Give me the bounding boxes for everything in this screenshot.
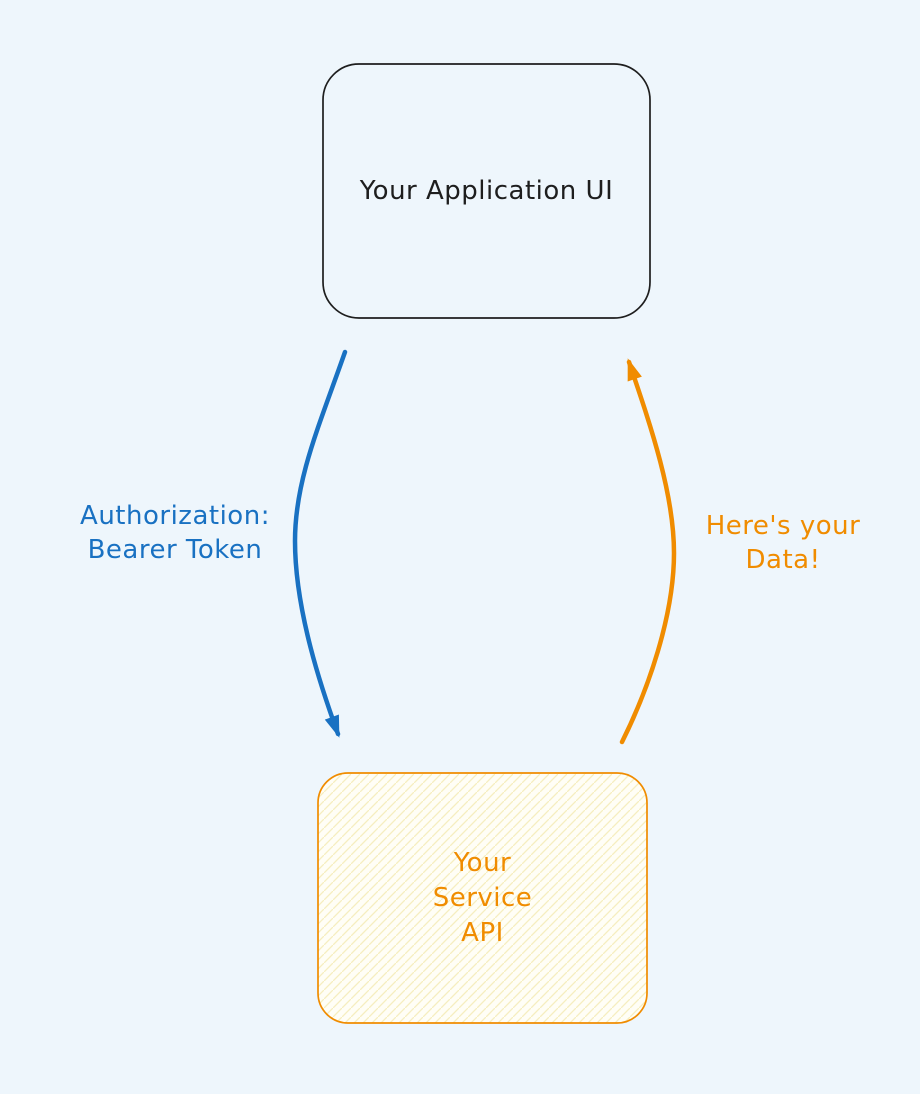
application-ui-node-label: Your Application UI <box>323 64 650 318</box>
service-api-node-label-line: Your <box>453 847 512 878</box>
application-ui-node <box>322 63 651 319</box>
service-api-node-label: Your Service API <box>318 773 647 1023</box>
service-api-node-label-line: API <box>461 917 504 948</box>
request-arrow-label-line: Bearer Token <box>87 535 263 565</box>
request-arrow-label: Authorization: Bearer Token <box>55 499 295 567</box>
service-api-node-label-line: Service <box>432 882 533 913</box>
response-arrow-label-line: Data! <box>745 545 821 575</box>
response-arrow-label-line: Here's your <box>705 511 861 541</box>
service-api-node <box>317 772 648 1024</box>
response-arrow-label: Here's your Data! <box>688 509 878 577</box>
request-arrow-label-line: Authorization: <box>80 501 270 531</box>
application-ui-node-label-text: Your Application UI <box>359 175 614 206</box>
response-arrow <box>619 358 677 745</box>
request-arrow <box>292 349 348 738</box>
